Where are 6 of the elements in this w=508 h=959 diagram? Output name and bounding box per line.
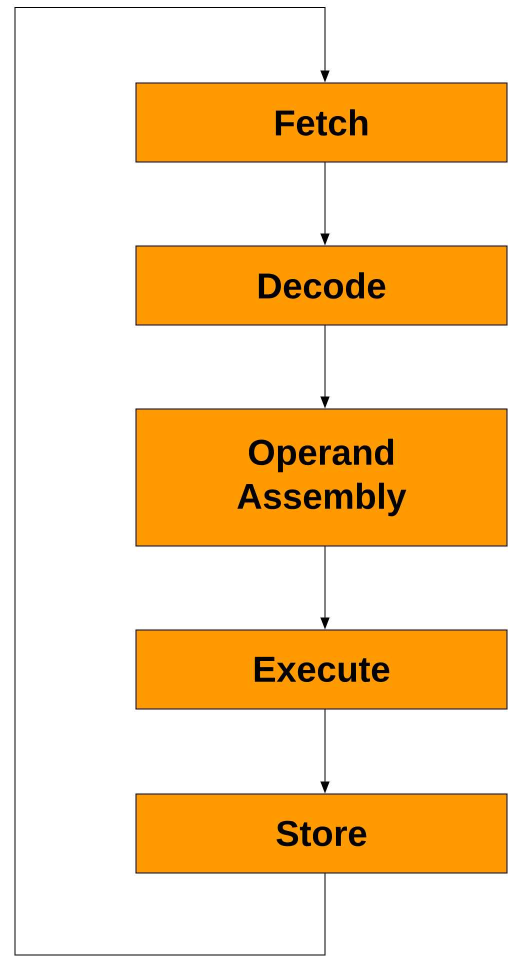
process-box: Execute	[136, 630, 508, 710]
process-box: Decode	[136, 246, 508, 326]
arrow	[14, 7, 330, 956]
process-box: Operand Assembly	[136, 408, 508, 546]
process-box: Store	[136, 794, 508, 874]
process-box: Fetch	[136, 82, 508, 162]
